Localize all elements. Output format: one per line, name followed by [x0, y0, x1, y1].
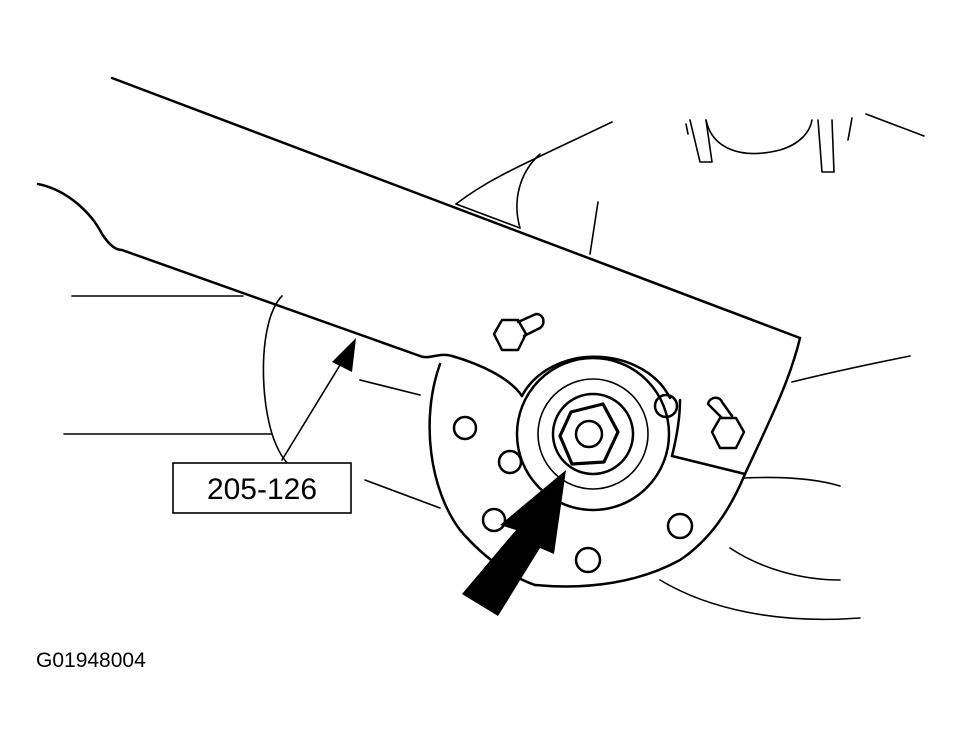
axle-housing-outline [63, 113, 925, 621]
holding-tool-bar [36, 76, 802, 476]
flange-plate [428, 355, 747, 588]
callout-leader [281, 351, 349, 461]
tool-callout: 205-126 [172, 338, 356, 514]
nut-pointer-arrow [462, 470, 566, 616]
hub-nut [515, 356, 671, 512]
figure-id: G01948004 [36, 649, 146, 672]
callout-label: 205-126 [207, 473, 317, 506]
callout-box [172, 462, 352, 514]
tool-bolts [492, 312, 746, 450]
callout-arrowhead [332, 338, 356, 372]
